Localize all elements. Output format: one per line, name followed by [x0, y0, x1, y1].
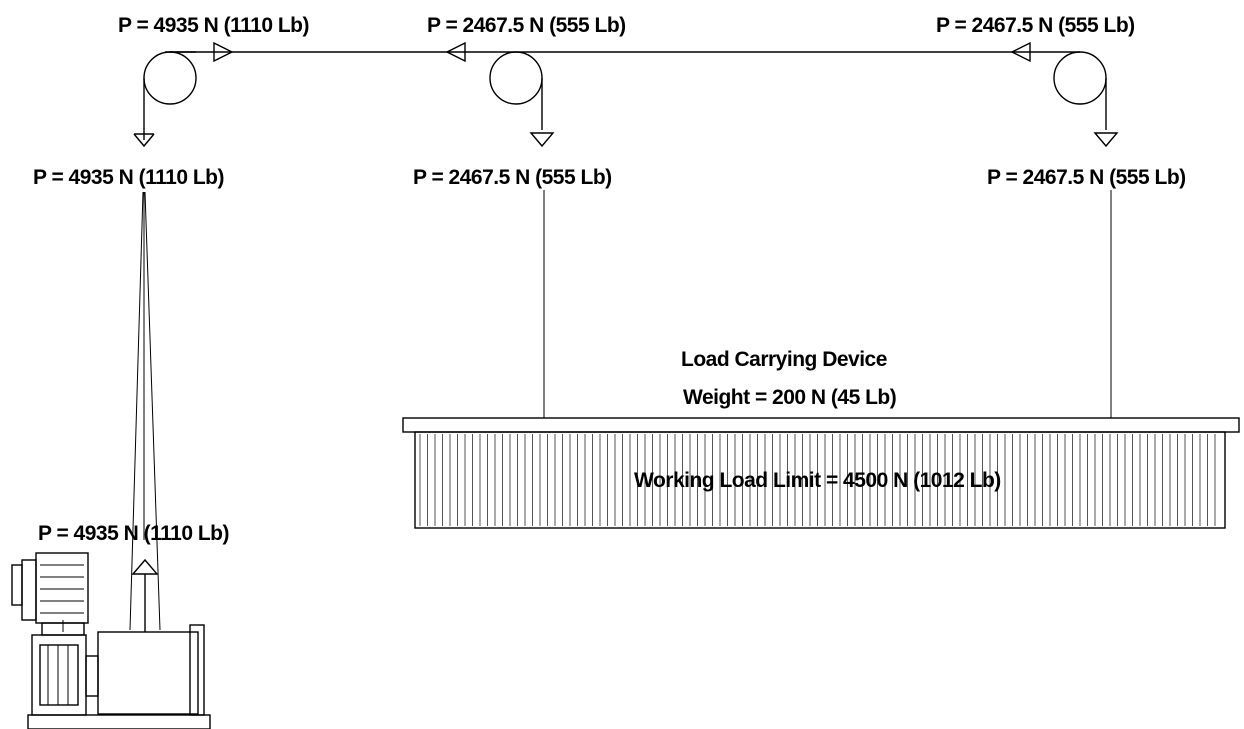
working-load-limit: Working Load Limit = 4500 N (1012 Lb): [634, 469, 1001, 492]
sheave-right: [1053, 51, 1107, 130]
force-label-mid-right: P = 2467.5 N (555 Lb): [987, 166, 1186, 189]
arrow-left-top-right: [1010, 41, 1031, 63]
force-label-top-right: P = 2467.5 N (555 Lb): [936, 14, 1135, 37]
force-label-mid-middle: P = 2467.5 N (555 Lb): [413, 166, 612, 189]
rope-to-winch: [129, 191, 161, 631]
arrow-down-right: [1093, 132, 1119, 148]
device-hatching: [419, 434, 1216, 526]
arrow-left-top-middle: [445, 41, 466, 63]
arrow-right-top-left: [213, 41, 234, 63]
arrow-up-winch: [131, 558, 159, 632]
arrow-down-left: [133, 133, 155, 148]
sheave-middle: [489, 51, 543, 130]
arrow-down-middle: [529, 132, 555, 148]
sheave-left: [143, 51, 197, 140]
load-carrying-device: [402, 417, 1240, 529]
force-label-top-left: P = 4935 N (1110 Lb): [118, 14, 309, 37]
force-label-top-middle: P = 2467.5 N (555 Lb): [427, 14, 626, 37]
force-label-mid-left: P = 4935 N (1110 Lb): [33, 166, 224, 189]
device-title: Load Carrying Device: [681, 348, 887, 371]
winch-machine: [11, 552, 211, 729]
force-label-winch: P = 4935 N (1110 Lb): [38, 522, 229, 545]
device-weight: Weight = 200 N (45 Lb): [683, 386, 896, 409]
